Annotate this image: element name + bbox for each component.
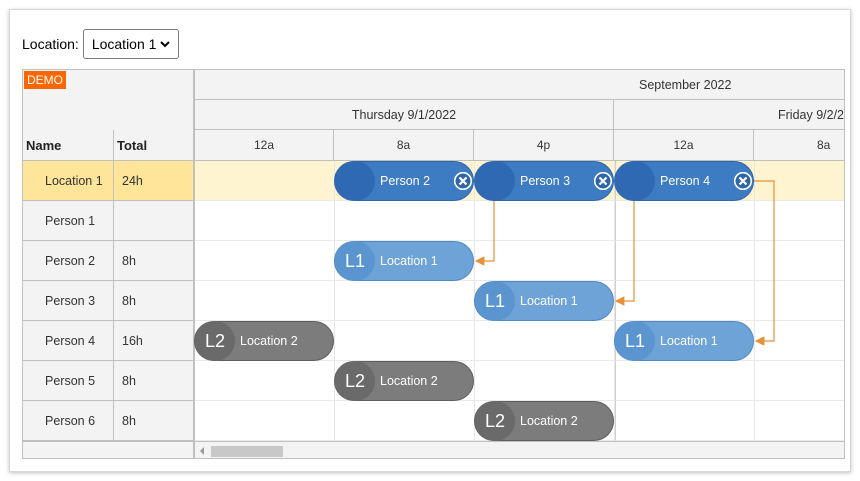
horizontal-scrollbar[interactable] [194,441,844,458]
grid-cell[interactable] [615,361,755,401]
grid-cell[interactable] [195,401,335,441]
event-label: Person 2 [380,174,431,188]
event-label: Location 2 [240,334,298,348]
grid-cell[interactable] [755,401,844,441]
grid-cell[interactable] [195,281,335,321]
scheduler-corner: DEMO [23,70,194,130]
event-label: Location 1 [520,294,578,308]
demo-badge: DEMO [24,71,66,89]
month-header: September 2022 [194,70,844,100]
hour-header: 12a [194,130,334,161]
row-header-total: 16h [114,321,194,361]
toolbar: Location: Location 1 [22,29,179,59]
event-badge: L2 [475,401,515,441]
row-header-footer [23,441,194,458]
delete-icon[interactable] [734,172,752,190]
day-header: Friday 9/2/2 [614,100,844,130]
row-header-total: 8h [114,241,194,281]
event-label: Location 1 [660,334,718,348]
chevron-down-icon [160,41,170,48]
row-header-name[interactable]: Location 1 [23,161,114,201]
column-header-name[interactable]: Name [23,130,114,161]
row-header-name[interactable]: Person 5 [23,361,114,401]
event-location[interactable]: L1 Location 1 [334,241,474,281]
row-header-total: 8h [114,281,194,321]
event-label: Location 2 [520,414,578,428]
row-header-total: 8h [114,361,194,401]
link-line [754,180,775,346]
event-badge: L2 [195,321,235,361]
event-label: Person 4 [660,174,711,188]
grid-cell[interactable] [755,201,844,241]
row-header-name[interactable]: Person 1 [23,201,114,241]
row-header-total: 8h [114,401,194,441]
event-badge [475,161,515,201]
event-location[interactable]: L2 Location 2 [194,321,334,361]
grid-cell[interactable] [195,161,335,201]
event-label: Location 2 [380,374,438,388]
hour-header: 8a [754,130,844,161]
grid-cell[interactable] [755,281,844,321]
grid-cell[interactable] [755,361,844,401]
event-person[interactable]: Person 2 [334,161,474,201]
location-select-value: Location 1 [91,36,157,52]
grid-cell[interactable] [755,241,844,281]
hour-header: 8a [334,130,474,161]
event-person[interactable]: Person 4 [614,161,754,201]
row-header-name[interactable]: Person 2 [23,241,114,281]
scrollbar-thumb[interactable] [211,446,283,457]
grid-cell[interactable] [755,321,844,361]
event-location[interactable]: L2 Location 2 [334,361,474,401]
grid-cell[interactable] [475,201,615,241]
hour-header: 4p [474,130,614,161]
event-badge: L1 [475,281,515,321]
delete-icon[interactable] [454,172,472,190]
event-badge: L2 [335,361,375,401]
window-frame: Location: Location 1 DEMO Name Total Sep… [9,9,851,472]
grid-cell[interactable] [615,201,755,241]
event-location[interactable]: L2 Location 2 [474,401,614,441]
event-badge [335,161,375,201]
event-location[interactable]: L1 Location 1 [614,321,754,361]
location-label: Location: [22,36,79,52]
row-header-name[interactable]: Person 3 [23,281,114,321]
row-header-total: 24h [114,161,194,201]
grid-cell[interactable] [615,241,755,281]
row-header-name[interactable]: Person 6 [23,401,114,441]
event-label: Person 3 [520,174,571,188]
delete-icon[interactable] [594,172,612,190]
grid-cell[interactable] [475,361,615,401]
month-label: September 2022 [639,78,732,92]
hour-header: 12a [614,130,754,161]
grid-cell[interactable] [615,401,755,441]
event-location[interactable]: L1 Location 1 [474,281,614,321]
event-badge: L1 [615,321,655,361]
grid-cell[interactable] [335,201,475,241]
grid-cell[interactable] [195,201,335,241]
grid-cell[interactable] [335,321,475,361]
event-label: Location 1 [380,254,438,268]
row-header-total [114,201,194,241]
scheduler: DEMO Name Total September 2022 Thursday … [22,69,845,459]
event-person[interactable]: Person 3 [474,161,614,201]
row-header-name[interactable]: Person 4 [23,321,114,361]
event-badge [615,161,655,201]
day-header: Thursday 9/1/2022 [194,100,614,130]
grid-cell[interactable] [475,241,615,281]
scroll-left-arrow-icon[interactable] [199,447,205,455]
location-select[interactable]: Location 1 [82,29,179,59]
event-badge: L1 [335,241,375,281]
column-header-total[interactable]: Total [114,130,194,161]
